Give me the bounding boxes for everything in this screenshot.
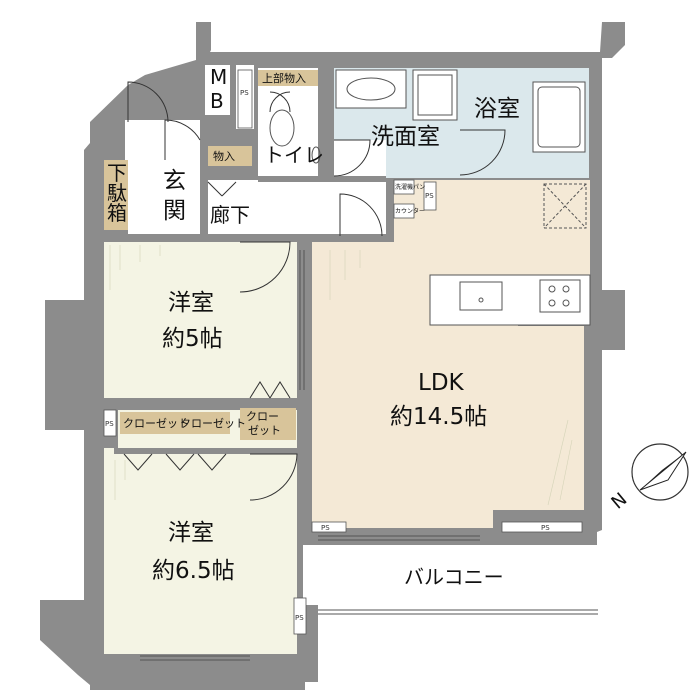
shoe-box-label-1: 下 [107,161,127,185]
entrance-label-1: 玄 [163,168,186,194]
ps-label-western2: PS [295,614,304,622]
range-hood [543,183,587,229]
floors [104,65,598,665]
ps-label-closet: PS [105,420,114,428]
western2-floor [104,448,297,654]
fixtures [269,69,591,326]
ps-boxes [103,69,583,635]
ps-label-balcony-right: PS [541,524,550,532]
toilet-bowl [269,109,295,147]
floor-hatching [109,245,573,506]
compass: N [607,443,689,514]
washroom-label: 洗面室 [371,124,440,150]
closet-c-label-2: ゼット [248,424,281,437]
compass-north-label: N [607,489,631,514]
balcony-label: バルコニー [404,565,504,589]
ldk-floor [312,180,590,528]
doors [123,81,506,501]
toilet-label: トイレ [264,143,324,167]
closet-a-label: クローゼット [123,417,189,430]
ps-label-balcony-left: PS [321,524,330,532]
vanity-sink [335,69,407,109]
ps-label-mb: PS [240,89,249,97]
kitchen-counter [429,274,591,326]
bathtub [532,81,586,153]
mb-label-1: M [210,65,227,89]
windows [140,250,598,661]
balcony-floor [318,545,598,665]
western2-label-1: 洋室 [168,520,214,546]
ldk-label-1: LDK [418,370,465,396]
closet-b-label: クローゼット [180,417,246,430]
counter-label: カウンター [395,207,425,215]
stove [539,279,581,313]
shoe-box-label-2: 駄 [107,181,127,205]
washer-pan-label: 洗濯機パン [395,183,425,191]
western1-label-1: 洋室 [168,290,214,316]
hallway-floor [206,180,386,235]
entrance-label-2: 関 [163,198,186,224]
ps-label-ldk: PS [425,192,434,200]
mb-label-2: B [210,89,224,113]
storage-plates [104,70,318,440]
western2-label-2: 約6.5帖 [152,558,235,584]
hallway-label: 廊下 [210,203,250,227]
closet-c-label-1: クロー [246,410,279,423]
western1-label-2: 約5帖 [162,326,223,352]
storage-label: 物入 [213,149,235,163]
shoe-box-label-3: 箱 [107,201,127,225]
upper-storage-label: 上部物入 [262,71,306,85]
washer-pan [412,69,458,121]
western1-floor [104,242,297,398]
bath-label: 浴室 [474,96,520,122]
labels: M B 上部物入 トイレ 洗面室 浴室 物入 玄 関 下 駄 箱 廊下 洋室 約… [105,65,550,622]
ldk-label-2: 約14.5帖 [390,404,487,430]
